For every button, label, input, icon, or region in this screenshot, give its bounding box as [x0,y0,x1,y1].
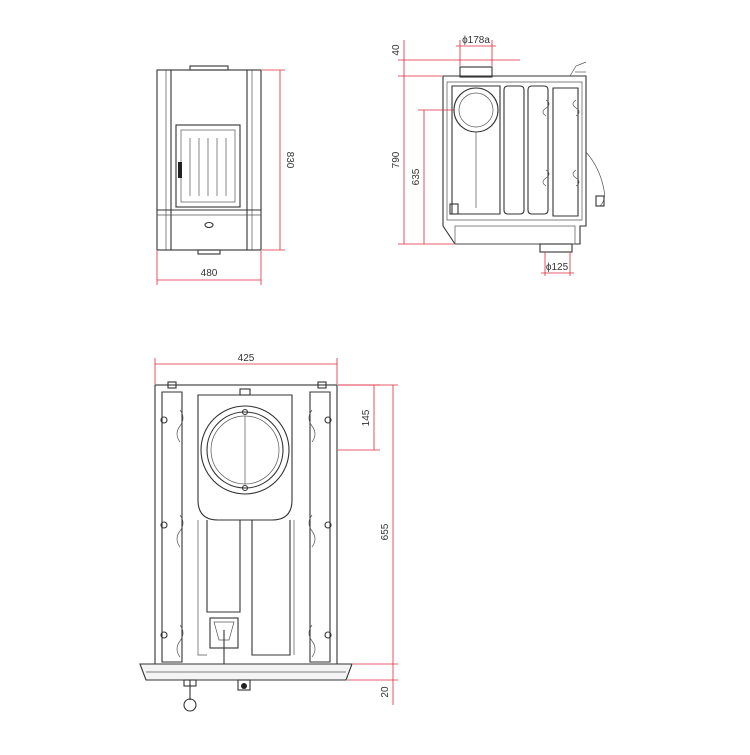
side-top-offset-label: 40 [391,44,402,56]
top-depth-label: 655 [380,523,391,540]
side-flue-diameter-dimension: ϕ178a [456,35,496,66]
top-width-dimension: 425 [154,353,338,384]
front-width-dimension: 480 [156,251,262,285]
side-total-height-label: 790 [391,151,402,168]
side-flue-diameter-label: ϕ178a [462,35,490,46]
front-view: 830 480 [156,65,295,285]
side-total-height-dimension: 790 [391,76,454,245]
side-view-body [442,61,605,253]
side-air-inlet-label: ϕ125 [546,262,569,273]
top-flue-offset-label: 145 [361,409,372,426]
top-view-body [139,381,353,712]
top-view: 425 145 655 20 [139,353,398,712]
top-bottom-offset-label: 20 [380,686,391,698]
front-height-label: 830 [284,152,295,169]
front-height-dimension: 830 [262,69,295,251]
top-bottom-offset-dimension: 20 [347,664,398,705]
top-width-label: 425 [238,353,255,364]
side-view: 40 ϕ178a 790 635 ϕ125 [391,35,605,276]
side-flue-height-dimension: 635 [411,109,454,244]
front-width-label: 480 [201,268,218,279]
top-depth-dimension: 655 [338,384,398,665]
top-flue-offset-dimension: 145 [338,384,380,451]
side-air-inlet-dimension: ϕ125 [541,252,574,276]
side-top-offset-dimension: 40 [391,40,520,77]
side-flue-height-label: 635 [411,168,422,185]
front-view-body [156,65,262,255]
